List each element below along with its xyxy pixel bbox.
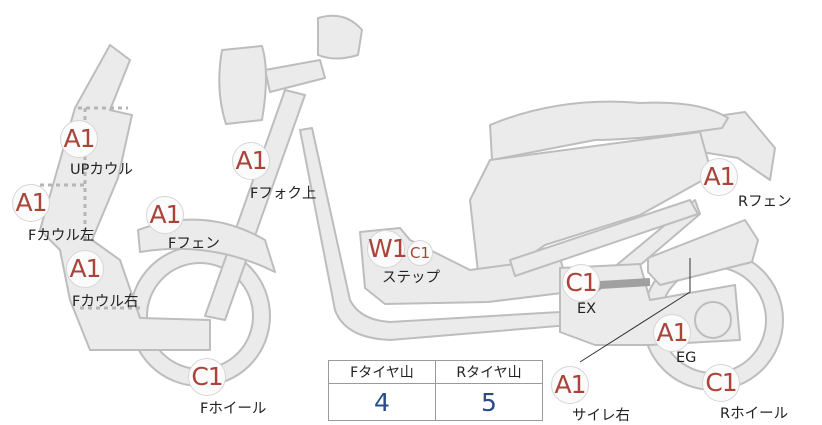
badge-up-cowl: A1 <box>60 120 98 158</box>
side-rail <box>509 199 699 277</box>
label-engine: EG <box>676 350 697 366</box>
badge-r-wheel: C1 <box>702 364 740 402</box>
label-r-fender: Rフェン <box>738 194 792 210</box>
badge-f-fork-upper: A1 <box>232 142 270 180</box>
headlight <box>218 45 267 125</box>
label-muffler-right: サイレ右 <box>572 408 630 424</box>
badge-f-cowl-right: A1 <box>66 250 104 288</box>
label-step: ステップ <box>382 270 440 286</box>
mirror <box>317 14 363 60</box>
muffler <box>647 219 759 286</box>
engine-hub <box>694 301 732 339</box>
label-exhaust: EX <box>577 301 597 317</box>
table-value-row: 4 5 <box>328 383 543 421</box>
handlebar <box>264 59 326 93</box>
badge-f-cowl-left: A1 <box>12 184 50 222</box>
rear-tread-header: Rタイヤ山 <box>435 360 543 384</box>
badge-step-c: C1 <box>407 240 433 266</box>
label-f-fork-upper: Fフォク上 <box>250 186 317 202</box>
label-f-fender: Fフェン <box>168 236 220 252</box>
label-f-cowl-right: Fカウル右 <box>72 294 139 310</box>
label-f-wheel: Fホイール <box>200 401 267 417</box>
badge-r-fender: A1 <box>700 158 738 196</box>
badge-engine: A1 <box>653 314 691 352</box>
table-header-row: Fタイヤ山 Rタイヤ山 <box>328 360 543 384</box>
badge-f-wheel: C1 <box>188 358 226 396</box>
badge-exhaust: C1 <box>562 264 600 302</box>
badge-step-w: W1 <box>367 230 408 268</box>
label-f-cowl-left: Fカウル左 <box>28 228 95 244</box>
seat <box>489 100 729 161</box>
badge-muffler-right: A1 <box>551 366 589 404</box>
tread-depth-table: Fタイヤ山 Rタイヤ山 4 5 <box>328 360 543 421</box>
front-tread-header: Fタイヤ山 <box>328 360 436 384</box>
rear-body <box>469 131 713 291</box>
rear-tread-value: 5 <box>435 383 543 421</box>
badge-f-fender: A1 <box>146 196 184 234</box>
label-up-cowl: UPカウル <box>70 162 133 178</box>
front-tread-value: 4 <box>328 383 436 421</box>
label-r-wheel: Rホイール <box>720 406 789 422</box>
engine-leader-line <box>579 258 691 363</box>
